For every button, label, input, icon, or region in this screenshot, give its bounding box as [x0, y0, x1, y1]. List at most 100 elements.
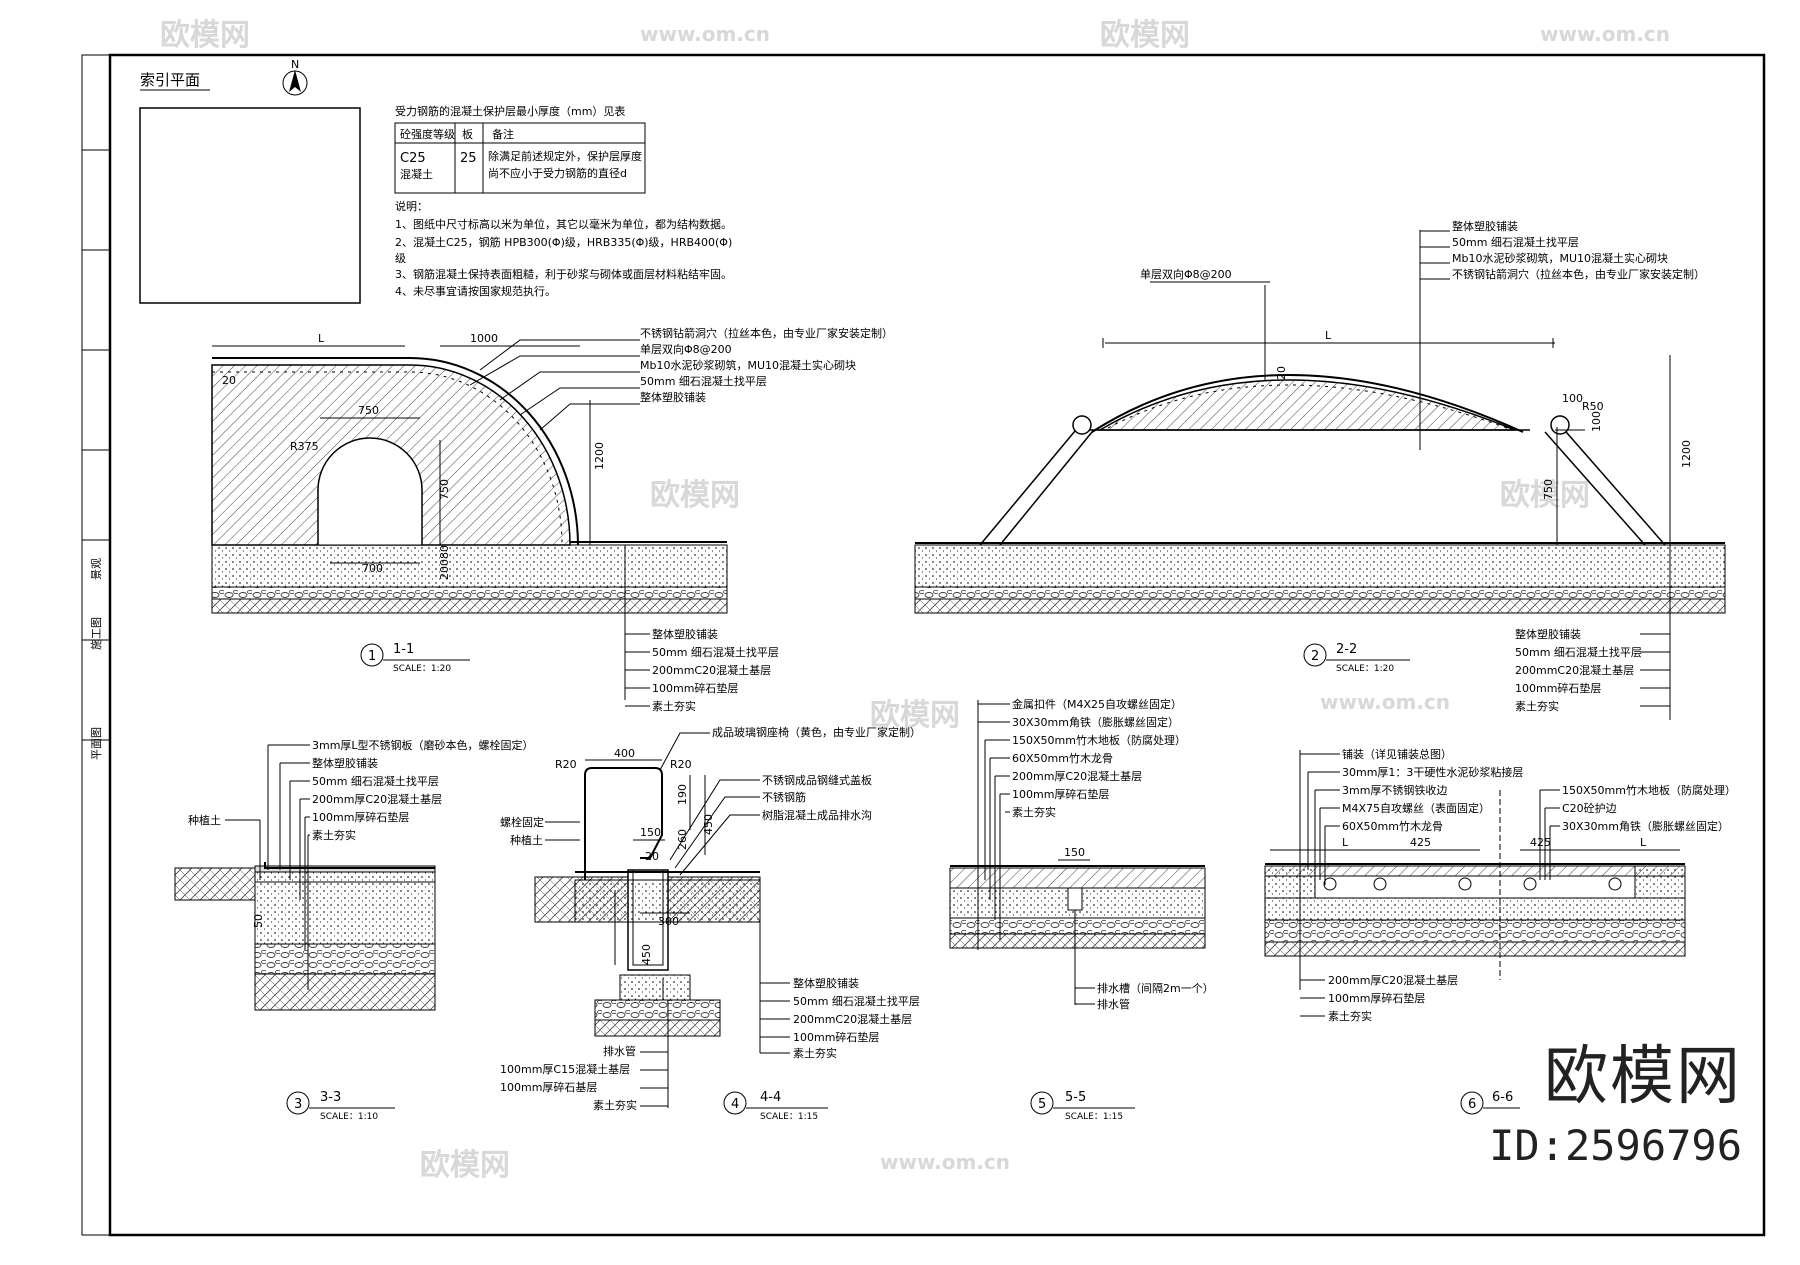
callout: 200mmC20混凝土基层	[793, 1012, 912, 1026]
section-title: 2-2	[1336, 642, 1357, 657]
callout: 整体塑胶铺装	[640, 390, 706, 404]
callout: 排水槽（间隔2m一个）	[1097, 981, 1214, 995]
section-scale: SCALE：1:20	[1336, 664, 1394, 674]
dim-label: 260	[676, 829, 689, 850]
callout: 100mm碎石垫层	[652, 681, 738, 695]
table-header: 备注	[492, 127, 514, 141]
title-strip-text: 景观	[90, 558, 103, 580]
section-marker	[1460, 1091, 1484, 1115]
callout: 素土夯实	[312, 828, 356, 842]
section-number: 6	[1468, 1097, 1476, 1112]
callout: 整体塑胶铺装	[1452, 219, 1518, 233]
callout: 200mm厚C20混凝土基层	[1328, 973, 1458, 987]
dim-label: 150	[1064, 846, 1085, 859]
callout: Mb10水泥砂浆砌筑，MU10混凝土实心砌块	[1452, 251, 1668, 265]
callout: 素土夯实	[1012, 805, 1056, 819]
section-scale: SCALE：1:20	[393, 664, 451, 674]
model-id: ID:2596796	[1489, 1121, 1742, 1170]
table-header: 砼强度等级	[400, 127, 455, 141]
callout: 排水管	[1097, 997, 1130, 1011]
dim-label: 1000	[470, 332, 498, 345]
dim-label: 750	[438, 479, 451, 500]
section-title: 5-5	[1065, 1090, 1086, 1105]
dim-label: 50	[252, 914, 265, 928]
note-item: 2、混凝土C25，钢筋 HPB300(Φ)级，HRB335(Φ)级，HRB400…	[395, 235, 732, 249]
section-number: 2	[1311, 649, 1319, 664]
table-cell: 25	[460, 151, 477, 166]
callout: 整体塑胶铺装	[1515, 627, 1581, 641]
section-2-2	[914, 230, 1726, 720]
callout: 100mm厚碎石垫层	[312, 810, 409, 824]
north-arrow-icon	[282, 70, 308, 96]
callout: 50mm 细石混凝土找平层	[1515, 645, 1642, 659]
callout: 3mm厚不锈钢铁收边	[1342, 783, 1447, 797]
index-plan-box	[139, 107, 361, 304]
callout: 树脂混凝土成品排水沟	[762, 808, 872, 822]
dim-label: L	[1325, 329, 1332, 342]
callout: Mb10水泥砂浆砌筑，MU10混凝土实心砌块	[640, 358, 856, 372]
section-title: 3-3	[320, 1090, 341, 1105]
index-plan-title: 索引平面	[140, 71, 200, 89]
callout: 30mm厚1：3干硬性水泥砂浆粘接层	[1342, 765, 1523, 779]
callout: 种植土	[188, 813, 221, 827]
dim-label: R20	[555, 758, 577, 771]
dim-label: 1200	[1680, 440, 1693, 468]
callout: 素土夯实	[593, 1098, 637, 1112]
dim-label: 100	[1590, 411, 1603, 432]
callout: 200mm厚C20混凝土基层	[312, 792, 442, 806]
callout: 100mm厚碎石垫层	[1328, 991, 1425, 1005]
callout: 50mm 细石混凝土找平层	[640, 374, 767, 388]
dim-label: 400	[614, 747, 635, 760]
section-scale: SCALE：1:15	[1065, 1112, 1123, 1122]
notes-title: 说明：	[395, 199, 428, 213]
callout: 150X50mm竹木地板（防腐处理）	[1562, 783, 1736, 797]
dim-label: R375	[290, 440, 319, 453]
callout: 不锈钢成品钢缝式盖板	[762, 773, 872, 787]
callout: 金属扣件（M4X25自攻螺丝固定）	[1012, 697, 1182, 711]
callout: 整体塑胶铺装	[793, 976, 859, 990]
dim-label: 450	[640, 944, 653, 965]
callout: 30X30mm角铁（膨胀螺丝固定）	[1562, 819, 1729, 833]
dim-label: L	[1640, 836, 1647, 849]
dim-label: 425	[1530, 836, 1551, 849]
callout: 素土夯实	[793, 1046, 837, 1060]
callout: 单层双向Φ8@200	[640, 342, 732, 356]
section-number: 5	[1038, 1097, 1046, 1112]
section-scale: SCALE：1:15	[760, 1112, 818, 1122]
callout: 50mm 细石混凝土找平层	[652, 645, 779, 659]
section-marker	[1303, 643, 1327, 667]
dim-label: 450	[702, 814, 715, 835]
dim-label: 20080	[438, 545, 451, 580]
callout: 200mmC20混凝土基层	[1515, 663, 1634, 677]
callout: 50mm 细石混凝土找平层	[793, 994, 920, 1008]
callout: 100mm厚碎石垫层	[1012, 787, 1109, 801]
callout: 50mm 细石混凝土找平层	[1452, 235, 1579, 249]
dim-label: L	[1342, 836, 1349, 849]
title-strip-text: 平面图	[90, 727, 103, 760]
brand-logo-text: 欧模网	[1544, 1040, 1742, 1114]
section-scale: SCALE：1:10	[320, 1112, 378, 1122]
callout: 整体塑胶铺装	[312, 756, 378, 770]
callout: 铺装（详见铺装总图）	[1342, 747, 1452, 761]
callout: 螺栓固定	[500, 815, 544, 829]
section-marker	[360, 643, 384, 667]
section-4-4	[534, 732, 790, 1108]
callout: 成品玻璃钢座椅（黄色，由专业厂家定制）	[712, 725, 921, 739]
callout: 100mm厚碎石基层	[500, 1080, 597, 1094]
cover-table	[394, 122, 646, 194]
callout: 单层双向Φ8@200	[1140, 267, 1232, 281]
callout: 种植土	[510, 833, 543, 847]
section-number: 4	[731, 1097, 739, 1112]
section-marker	[1030, 1091, 1054, 1115]
callout: 素土夯实	[652, 699, 696, 713]
dim-label: 20	[1275, 366, 1288, 380]
callout: 不锈钢钻箭洞穴（拉丝本色，由专业厂家安装定制）	[640, 326, 893, 340]
dim-label: 20	[222, 374, 236, 387]
dim-label: 20	[645, 850, 659, 863]
dim-label: 300	[658, 915, 679, 928]
callout: 100mm厚C15混凝土基层	[500, 1062, 630, 1076]
callout: 100mm碎石垫层	[1515, 681, 1601, 695]
dim-label: 190	[676, 784, 689, 805]
dim-label: 750	[1542, 479, 1555, 500]
callout: 100mm碎石垫层	[793, 1030, 879, 1044]
